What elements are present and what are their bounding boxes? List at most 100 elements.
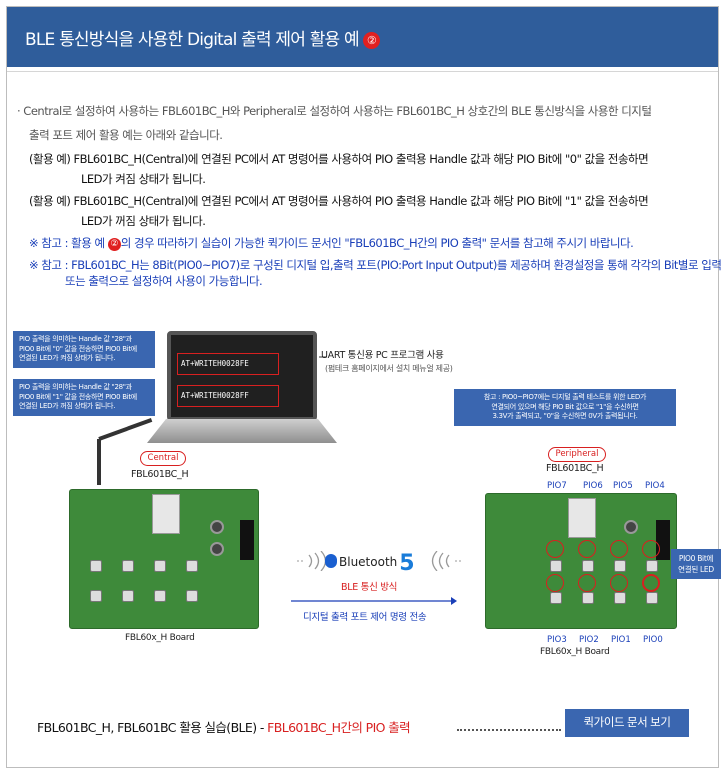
note-1-number-badge: ② [107, 238, 121, 251]
switch-icon [646, 592, 658, 604]
led-highlight-ring [610, 574, 628, 592]
ble-module-icon [152, 494, 180, 534]
footer-title-prefix: FBL601BC_H, FBL601BC 활용 실습(BLE) - [37, 720, 268, 735]
bluetooth-text: Bluetooth [339, 555, 398, 569]
footer-title-highlight: FBL601BC_H간의 PIO 출력 [267, 720, 411, 735]
pio-label-bottom-3: PIO0 [643, 635, 663, 645]
switch-icon [550, 560, 562, 572]
led-highlight-ring [642, 540, 660, 558]
command-note-box-2: PIO 출력을 의미하는 Handle 값 "28"과 PIO0 Bit에 "1… [13, 379, 155, 416]
example-1-line-1: (활용 예) FBL601BC_H(Central)에 연결된 PC에서 AT … [29, 152, 649, 166]
laptop-screen: AT+WRITEH0028FE AT+WRITEH0028FF [167, 331, 317, 421]
uart-subtitle: (펌테크 홈페이지에서 설치 메뉴얼 제공) [325, 364, 453, 373]
right-note-line: 3.3V가 출력되고, "0"을 수신하면 0V가 출력됩니다. [492, 412, 638, 420]
pin-header-icon [240, 520, 254, 560]
bluetooth-version: 5 [399, 551, 415, 576]
box1-line: 연결된 LED가 켜짐 상태가 됩니다. [19, 354, 116, 362]
pio-reference-note: 참고 : PIO0~PIO7에는 디지털 출력 테스트를 위한 LED가 연결되… [454, 389, 676, 426]
switch-icon [122, 590, 134, 602]
note-2-line-1: ※ 참고 : FBL601BC_H는 8Bit(PIO0~PIO7)로 구성된 … [29, 258, 722, 272]
command-line-2: AT+WRITEH0028FF [177, 385, 279, 407]
pio-label-top-3: PIO4 [645, 481, 665, 491]
right-note-line: 연결되어 있으며 해당 PIO Bit 값으로 "1"을 수신하면 [491, 402, 639, 411]
example-2-line-1: (활용 예) FBL601BC_H(Central)에 연결된 PC에서 AT … [29, 194, 649, 208]
bluetooth-logo: Bluetooth5 [325, 551, 415, 576]
note-1-prefix: ※ 참고 : 활용 예 [29, 236, 105, 250]
page-title-text: BLE 통신방식을 사용한 Digital 출력 제어 활용 예 [25, 30, 360, 50]
quick-guide-button[interactable]: 퀵가이드 문서 보기 [565, 709, 689, 737]
switch-icon [154, 560, 166, 572]
box1-line: PIO 출력을 의미하는 Handle 값 "28"과 [19, 335, 132, 343]
bluetooth-icon [325, 554, 337, 568]
callout-line: PIO0 Bit에 [678, 554, 714, 563]
switch-icon [582, 592, 594, 604]
component-icon [624, 520, 638, 534]
component-icon [210, 520, 224, 534]
intro-line-2: 출력 포트 제어 활용 예는 아래와 같습니다. [29, 128, 223, 142]
callout-line: 연결된 LED [678, 565, 714, 574]
header-divider [7, 71, 718, 72]
ble-label: BLE 통신 방식 [341, 582, 398, 593]
command-line-1: AT+WRITEH0028FE [177, 353, 279, 375]
signal-waves-right-icon [431, 551, 461, 571]
peripheral-tag: Peripheral [548, 447, 606, 462]
pio-label-bottom-0: PIO3 [547, 635, 567, 645]
switch-icon [186, 590, 198, 602]
right-note-line: 참고 : PIO0~PIO7에는 디지털 출력 테스트를 위한 LED가 [483, 393, 647, 401]
footer-title: FBL601BC_H, FBL601BC 활용 실습(BLE) - FBL601… [37, 717, 411, 736]
dotted-leader [457, 717, 561, 731]
uart-title: UART 통신용 PC 프로그램 사용 [321, 350, 444, 361]
led-highlight-ring [610, 540, 628, 558]
switch-icon [90, 560, 102, 572]
peripheral-model-label: FBL601BC_H [546, 463, 604, 474]
pio0-led-callout: PIO0 Bit에 연결된 LED [671, 549, 721, 579]
central-tag: Central [140, 451, 186, 466]
laptop-base-icon [147, 419, 337, 443]
command-note-box-1: PIO 출력을 의미하는 Handle 값 "28"과 PIO0 Bit에 "0… [13, 331, 155, 368]
switch-icon [154, 590, 166, 602]
pio-label-bottom-1: PIO2 [579, 635, 599, 645]
box1-line: PIO0 Bit에 "0" 값을 전송하면 PIO0 Bit에 [19, 344, 137, 353]
led-highlight-ring [546, 540, 564, 558]
arrow-right-icon [291, 597, 457, 605]
switch-icon [550, 592, 562, 604]
note-2-line-2: 또는 출력으로 설정하여 사용이 가능합니다. [65, 274, 263, 288]
pio-label-top-1: PIO6 [583, 481, 603, 491]
box2-line: PIO 출력을 의미하는 Handle 값 "28"과 [19, 383, 132, 391]
central-board-image [69, 489, 259, 629]
switch-icon [614, 560, 626, 572]
pio-label-bottom-2: PIO1 [611, 635, 631, 645]
component-icon [210, 542, 224, 556]
pio-label-top-2: PIO5 [613, 481, 633, 491]
switch-icon [186, 560, 198, 572]
led-highlight-ring [578, 540, 596, 558]
peripheral-board-image [485, 493, 677, 629]
example-1-line-2: LED가 켜짐 상태가 됩니다. [81, 172, 206, 186]
led-highlight-ring [546, 574, 564, 592]
switch-icon [614, 592, 626, 604]
switch-icon [646, 560, 658, 572]
left-board-label: FBL60x_H Board [125, 633, 195, 643]
note-1-suffix: 의 경우 따라하기 실습이 가능한 퀵가이드 문서인 "FBL601BC_H간의… [120, 236, 634, 250]
usb-cable-icon [97, 439, 101, 485]
example-2-line-2: LED가 꺼짐 상태가 됩니다. [81, 214, 206, 228]
box2-line: 연결된 LED가 꺼짐 상태가 됩니다. [19, 402, 116, 410]
transfer-label: 디지털 출력 포트 제어 명령 전송 [303, 612, 427, 623]
switch-icon [582, 560, 594, 572]
intro-line-1: · Central로 설정하여 사용하는 FBL601BC_H와 Periphe… [17, 104, 652, 118]
connector-line [319, 356, 327, 358]
switch-icon [122, 560, 134, 572]
right-board-label: FBL60x_H Board [540, 647, 610, 657]
title-number-badge: ② [362, 32, 380, 49]
led-highlight-ring [578, 574, 596, 592]
box2-line: PIO0 Bit에 "1" 값을 전송하면 PIO0 Bit에 [19, 392, 137, 401]
ble-module-icon [568, 498, 596, 538]
central-model-label: FBL601BC_H [131, 469, 189, 480]
switch-icon [90, 590, 102, 602]
pio-label-top-0: PIO7 [547, 481, 567, 491]
usb-cable-icon [98, 417, 153, 441]
